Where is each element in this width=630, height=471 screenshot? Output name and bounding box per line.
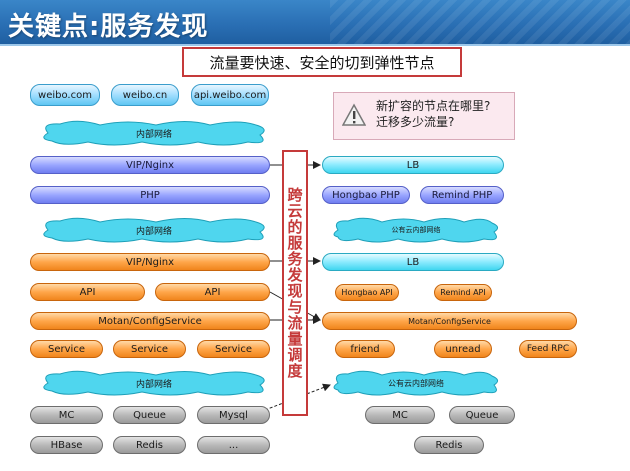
vertical-label-box: 跨云的服务发现与流量调度	[282, 150, 308, 416]
api-left-2: API	[155, 283, 270, 301]
service-left-1: Service	[30, 340, 103, 358]
storage-redis-left: Redis	[113, 436, 186, 454]
vip-nginx-left-2: VIP/Nginx	[30, 253, 270, 271]
service-left-2: Service	[113, 340, 186, 358]
vip-nginx-left-1: VIP/Nginx	[30, 156, 270, 174]
page-title: 关键点:服务发现	[8, 12, 209, 42]
service-unread: unread	[434, 340, 492, 358]
storage-more-left: ...	[197, 436, 270, 454]
storage-mc-left: MC	[30, 406, 103, 424]
domain-weibo-cn: weibo.cn	[111, 84, 179, 106]
storage-mysql-left: Mysql	[197, 406, 270, 424]
service-left-3: Service	[197, 340, 270, 358]
internal-network-cloud-3: 内部网络	[38, 369, 270, 397]
warning-icon	[342, 103, 366, 126]
api-left-1: API	[30, 283, 145, 301]
domain-weibo-com: weibo.com	[30, 84, 100, 106]
header-bar: 关键点:服务发现	[0, 0, 630, 46]
question-text: 新扩容的节点在哪里? 迁移多少流量?	[376, 98, 490, 130]
cloud-label: 内部网络	[135, 379, 172, 390]
question-line-2: 迁移多少流量?	[376, 115, 455, 129]
cloud-label: 内部网络	[135, 226, 172, 237]
arrow-mysql-cloud	[264, 383, 331, 411]
cloud-label: 公有云内部网络	[391, 226, 441, 234]
cloud-label: 内部网络	[135, 129, 172, 140]
subtitle-text: 流量要快速、安全的切到弹性节点	[209, 53, 435, 72]
internal-network-cloud-2: 内部网络	[38, 216, 270, 244]
question-line-1: 新扩容的节点在哪里?	[376, 99, 491, 113]
domain-api-weibo-com: api.weibo.com	[191, 84, 269, 106]
header-decoration	[330, 0, 630, 44]
subtitle-box: 流量要快速、安全的切到弹性节点	[182, 47, 462, 77]
remind-api: Remind API	[434, 284, 492, 301]
motan-configservice-right: Motan/ConfigService	[322, 312, 577, 330]
php-left: PHP	[30, 186, 270, 204]
storage-hbase-left: HBase	[30, 436, 103, 454]
question-box	[333, 92, 515, 140]
vertical-label: 跨云的服务发现与流量调度	[285, 187, 304, 379]
public-cloud-network-2: 公有云内部网络	[330, 369, 502, 397]
motan-configservice-left: Motan/ConfigService	[30, 312, 270, 330]
storage-redis-right: Redis	[414, 436, 484, 454]
storage-mc-right: MC	[365, 406, 435, 424]
storage-queue-right: Queue	[449, 406, 515, 424]
lb-right-2: LB	[322, 253, 504, 271]
public-cloud-network-1: 公有云内部网络	[330, 216, 502, 244]
hongbao-php: Hongbao PHP	[322, 186, 410, 204]
hongbao-api: Hongbao API	[335, 284, 399, 301]
cloud-label: 公有云内部网络	[388, 378, 444, 388]
service-friend: friend	[335, 340, 395, 358]
storage-queue-left: Queue	[113, 406, 186, 424]
service-feed-rpc: Feed RPC	[519, 340, 577, 358]
lb-right-1: LB	[322, 156, 504, 174]
remind-php: Remind PHP	[420, 186, 504, 204]
internal-network-cloud-1: 内部网络	[38, 119, 270, 147]
